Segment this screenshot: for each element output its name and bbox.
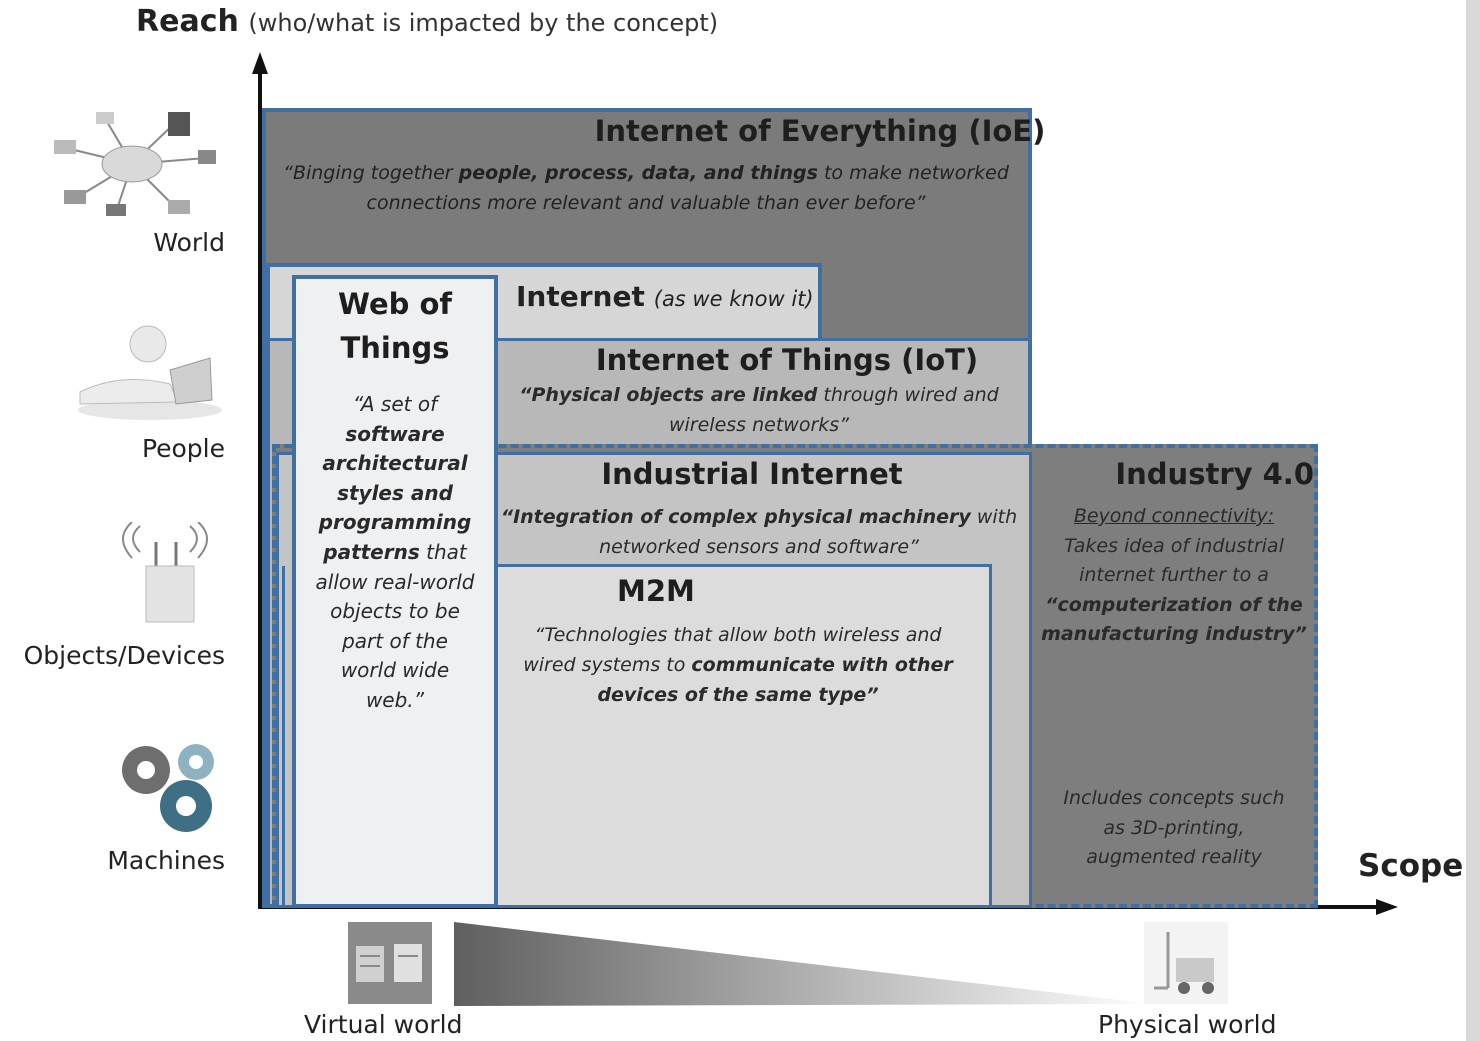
m2m-quote-bold: communicate with other [691,654,953,676]
i40-note: Includes concepts such as 3D-printing, a… [1036,784,1312,873]
wot-l11: web.” [365,687,425,712]
nested-outline [282,566,292,908]
i40-n1: Includes concepts such [1063,787,1285,809]
i40-title: Industry 4.0 [1115,457,1314,491]
m2m-title: M2M [617,574,695,608]
x-axis-arrow [1376,899,1398,915]
ii-quote: “Integration of complex physical machine… [496,502,1022,562]
i40-l4: “computerization of the [1045,593,1303,616]
y-axis-subtitle: (who/what is impacted by the concept) [248,9,719,37]
ioe-quote-3: connections more relevant and valuable t… [366,192,926,214]
wot-l6a: patterns [323,539,420,564]
wot-quote: “A set of software architectural styles … [296,390,494,716]
ioe-quote-bold: people, process, data, and things [458,162,818,184]
network-world-icon [54,112,216,216]
m2m-quote-1: “Technologies that allow both wireless a… [534,624,942,646]
y-axis-title: Reach (who/what is impacted by the conce… [136,4,718,39]
right-edge-decoration [1466,0,1480,1041]
virtual-physical-gradient [454,922,1152,1006]
m2m-box [484,564,992,908]
m2m-quote-3: devices of the same type” [597,684,879,706]
iot-quote-1: through wired and [817,384,999,406]
wot-l5: programming [318,510,472,535]
internet-title: Internet [516,280,645,313]
wot-l6b: that [419,539,467,564]
ii-quote-1: with [970,506,1018,528]
wot-title-2: Things [340,331,450,365]
y-level-people: People [141,434,225,463]
wot-box [292,275,498,908]
person-laptop-icon [78,325,222,420]
wot-l4: styles and [337,480,453,505]
iot-quote-2: wireless networks” [668,414,850,436]
wot-l7: allow real-world [315,569,475,594]
wot-title: Web of Things [296,282,494,370]
ioe-quote-1: “Binging together [283,162,459,184]
i40-l2: Takes idea of industrial [1064,534,1284,557]
wot-l10: world wide [340,658,450,683]
y-level-objects: Objects/Devices [23,641,225,670]
i40-n3: augmented reality [1086,846,1262,869]
internet-label: Internet (as we know it) [516,280,814,313]
m2m-quote: “Technologies that allow both wireless a… [500,620,976,710]
wot-l8: objects to be [330,599,460,624]
ioe-title: Internet of Everything (IoE) [594,114,1046,148]
y-level-world: World [153,228,225,257]
wot-l2: software [345,421,445,446]
y-level-machines: Machines [107,846,225,875]
x-axis-left-label: Virtual world [304,1010,463,1039]
y-axis-title-main: Reach [136,4,239,39]
iot-quote: “Physical objects are linked through wir… [496,380,1022,440]
y-axis-arrow [252,52,268,74]
ioe-quote: “Binging together people, process, data,… [266,158,1026,218]
i40-l3: internet further to a [1079,564,1269,587]
ioe-quote-2: to make networked [817,162,1009,184]
ii-title: Industrial Internet [601,457,903,491]
i40-l5: manufacturing industry” [1041,623,1307,646]
iot-quote-bold: “Physical objects are linked [519,384,818,406]
internet-note: (as we know it) [653,287,814,311]
m2m-quote-2: wired systems to [523,654,692,676]
wot-title-1: Web of [337,287,453,321]
forklift-icon [1144,922,1228,1004]
iot-title: Internet of Things (IoT) [595,343,979,377]
i40-l1: Beyond connectivity: [1073,505,1275,527]
gears-icon [122,744,214,832]
wot-l3: architectural [322,451,468,476]
x-axis-right-label: Physical world [1098,1010,1277,1039]
wot-l9: part of the [342,628,448,653]
i40-n2: as 3D-printing, [1103,816,1245,839]
ii-quote-2: networked sensors and software” [599,536,919,558]
i40-desc: Beyond connectivity: Takes idea of indus… [1036,502,1312,650]
x-axis-title: Scope [1358,848,1464,884]
ii-quote-bold: “Integration of complex physical machine… [500,506,971,528]
documents-icon [348,922,432,1004]
wot-l1: “A set of [352,392,438,416]
wireless-device-icon [122,522,208,623]
